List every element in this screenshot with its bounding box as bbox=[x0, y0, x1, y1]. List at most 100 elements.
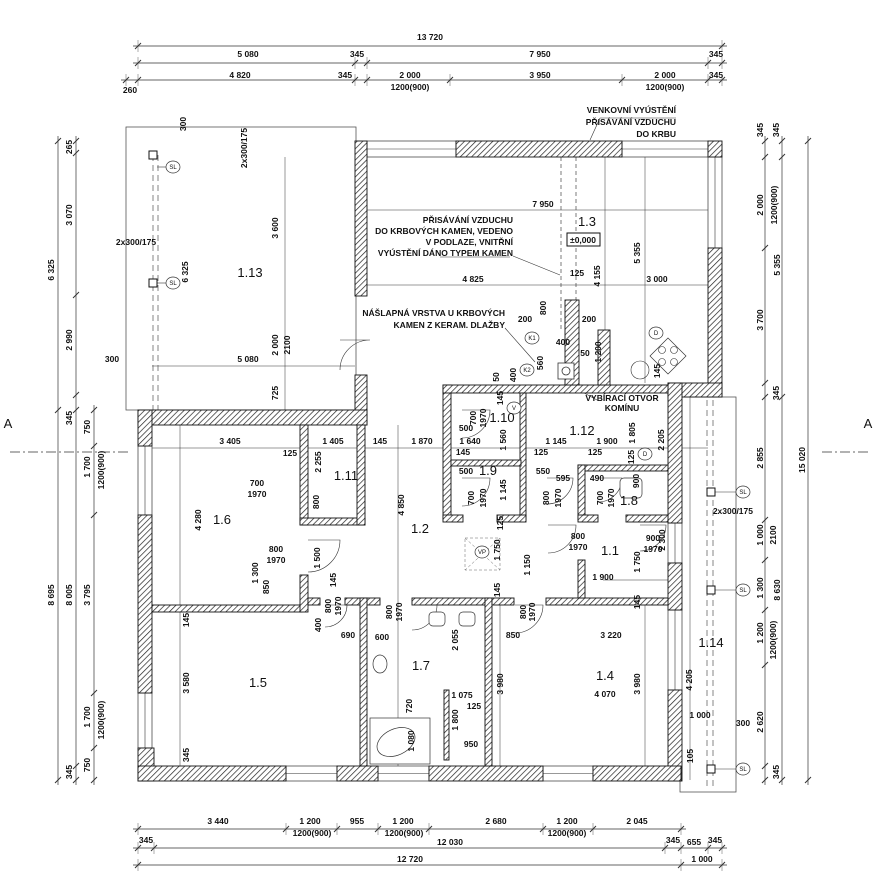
dimension-label-interior: 950 bbox=[464, 739, 478, 749]
symbol-label: K1 bbox=[528, 336, 536, 342]
dimension-tick bbox=[54, 776, 62, 784]
symbol-circle bbox=[735, 583, 751, 597]
note-chimney-opening: VYBÍRACÍ OTVOR bbox=[585, 393, 658, 403]
burner-icon bbox=[670, 358, 678, 366]
dimension-label-bottom: 1200(900) bbox=[548, 828, 587, 838]
dimension-label-interior: 125 bbox=[588, 447, 602, 457]
dimension-label-interior: 550 bbox=[536, 466, 550, 476]
dimension-label-interior: 800 bbox=[269, 544, 283, 554]
dimension-tick bbox=[72, 391, 80, 399]
dimension-label-interior: 1970 bbox=[333, 596, 343, 615]
dimension-label-interior: 1970 bbox=[267, 555, 286, 565]
dimension-label-right: 345 bbox=[771, 386, 781, 400]
dimension-label-top: 1200(900) bbox=[646, 82, 685, 92]
note-fireplace-air: VYÚSTĚNÍ DÁNO TYPEM KAMEN bbox=[378, 247, 513, 258]
dimension-tick bbox=[761, 776, 769, 784]
dimension-label-interior: 600 bbox=[375, 632, 389, 642]
wall bbox=[577, 514, 599, 523]
dimension-label-interior: 300 bbox=[105, 354, 119, 364]
dimension-label-interior: 700 bbox=[468, 411, 478, 425]
symbol-circle bbox=[735, 485, 751, 499]
dimension-label-left: 345 bbox=[64, 765, 74, 779]
wall bbox=[356, 424, 366, 526]
dimension-tick bbox=[72, 149, 80, 157]
dimension-label-left: 1200(900) bbox=[96, 700, 106, 739]
wall bbox=[667, 382, 683, 524]
dimension-label-top: 13 720 bbox=[417, 32, 443, 42]
dimension-label-right: 2 620 bbox=[755, 711, 765, 733]
dimension-tick bbox=[804, 137, 812, 145]
note-fireplace-air: DO KRBOVÝCH KAMEN, VEDENO bbox=[375, 225, 513, 236]
dimension-tick bbox=[72, 776, 80, 784]
symbol-label: SL bbox=[739, 588, 747, 594]
dimension-label-interior: 800 bbox=[518, 605, 528, 619]
dimension-label-bottom: 1 200 bbox=[556, 816, 578, 826]
dimension-label-interior: 125 bbox=[626, 450, 636, 464]
dimension-label-interior: 800 bbox=[538, 301, 548, 315]
wall bbox=[299, 517, 366, 526]
dimension-label-bottom: 2 680 bbox=[485, 816, 507, 826]
wall bbox=[577, 464, 586, 521]
dimension-label-interior: 1 000 bbox=[689, 710, 711, 720]
fixtures bbox=[165, 160, 751, 776]
wall bbox=[336, 765, 379, 782]
section-marker-right: A bbox=[864, 416, 873, 431]
dimension-label-left: 1200(900) bbox=[96, 450, 106, 489]
dimension-label-right: 1 000 bbox=[755, 524, 765, 546]
dimension-label-interior: 1 500 bbox=[312, 547, 322, 569]
dimension-label-interior: 4 155 bbox=[592, 265, 602, 287]
room-label-r1-2: 1.2 bbox=[411, 521, 429, 536]
dimension-label-top: 260 bbox=[123, 85, 137, 95]
symbol-circle bbox=[524, 331, 540, 345]
dimension-label-interior: 1970 bbox=[248, 489, 267, 499]
wall bbox=[625, 514, 669, 523]
dimension-label-bottom: 12 720 bbox=[397, 854, 423, 864]
dimension-label-left: 750 bbox=[82, 758, 92, 772]
wall bbox=[137, 409, 368, 426]
dimension-label-interior: 3 980 bbox=[632, 673, 642, 695]
section-marker-left: A bbox=[4, 416, 13, 431]
dimension-label-interior: 700 bbox=[595, 491, 605, 505]
dimension-label-bottom: 345 bbox=[666, 835, 680, 845]
column-circle bbox=[630, 360, 650, 380]
dimension-label-interior: 1 145 bbox=[498, 479, 508, 501]
dimension-label-interior: 3 405 bbox=[219, 436, 241, 446]
dimension-label-left: 2 990 bbox=[64, 329, 74, 351]
dimension-label-left: 1 700 bbox=[82, 706, 92, 728]
door-swing bbox=[339, 339, 371, 371]
dimension-label-interior: 1 750 bbox=[492, 539, 502, 561]
dimension-label-interior: 145 bbox=[328, 573, 338, 587]
leader-line bbox=[504, 327, 536, 363]
bathtub-icon bbox=[369, 717, 431, 765]
burner-icon bbox=[658, 358, 666, 366]
symbol-circle bbox=[165, 160, 181, 174]
dimension-label-interior: 2 255 bbox=[313, 451, 323, 473]
dimension-label-bottom: 12 030 bbox=[437, 837, 463, 847]
dimension-label-bottom: 1 200 bbox=[392, 816, 414, 826]
dimension-tick bbox=[54, 137, 62, 145]
dimension-label-interior: 4 070 bbox=[594, 689, 616, 699]
wall bbox=[151, 604, 303, 613]
dimension-label-interior: 300 bbox=[736, 718, 750, 728]
dimension-label-left: 8 005 bbox=[64, 584, 74, 606]
room-label-r1-12: 1.12 bbox=[569, 423, 594, 438]
cooktop-icon bbox=[649, 337, 687, 375]
dimension-label-top: 2 000 bbox=[399, 70, 421, 80]
wall bbox=[359, 597, 368, 767]
dimension-label-interior: 1970 bbox=[394, 602, 404, 621]
dimension-label-interior: 1 200 bbox=[593, 341, 603, 363]
wall bbox=[428, 765, 544, 782]
washbasin-icon bbox=[458, 611, 476, 627]
dimension-label-interior: 50 bbox=[580, 348, 590, 358]
wall bbox=[450, 459, 522, 467]
room-label-r1-13: 1.13 bbox=[237, 265, 262, 280]
door-swing bbox=[639, 524, 667, 552]
dimension-label-interior: 560 bbox=[535, 356, 545, 370]
dimension-label-bottom: 345 bbox=[708, 835, 722, 845]
dimension-tick bbox=[761, 153, 769, 161]
dimension-label-interior: 1970 bbox=[527, 602, 537, 621]
dimension-label-bottom: 1200(900) bbox=[385, 828, 424, 838]
dimension-label-interior: 3 220 bbox=[600, 630, 622, 640]
dimension-label-bottom: 955 bbox=[350, 816, 364, 826]
